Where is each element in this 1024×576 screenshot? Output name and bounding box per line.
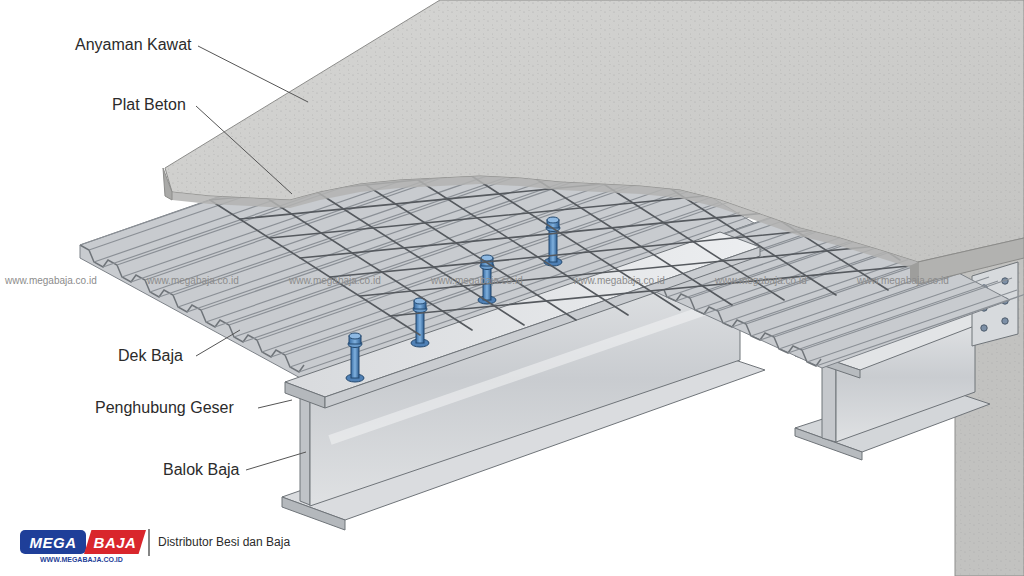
watermark: www.megabaja.co.id (431, 275, 523, 287)
watermark: www.megabaja.co.id (289, 275, 381, 287)
part-label: Penghubung Geser (95, 398, 234, 417)
parallelogram-fill (84, 530, 146, 554)
logo-word: MEGA (30, 534, 77, 551)
logo-word: BAJA (94, 534, 137, 551)
tagline: Distributor Besi dan Baja (158, 535, 290, 549)
watermark: www.megabaja.co.id (715, 275, 807, 287)
part-label: Balok Baja (163, 460, 240, 479)
part-label: Plat Beton (112, 95, 186, 114)
watermark: www.megabaja.co.id (5, 275, 97, 287)
logo-url: WWW.MEGABAJA.CO.ID (40, 556, 123, 564)
part-label: Anyaman Kawat (75, 35, 192, 54)
watermark: www.megabaja.co.id (147, 275, 239, 287)
logo-parallelogram: BAJA (84, 530, 146, 554)
watermark: www.megabaja.co.id (573, 275, 665, 287)
watermark: www.megabaja.co.id (857, 275, 949, 287)
part-label: Dek Baja (118, 346, 183, 365)
logo-box: MEGA (20, 530, 86, 554)
